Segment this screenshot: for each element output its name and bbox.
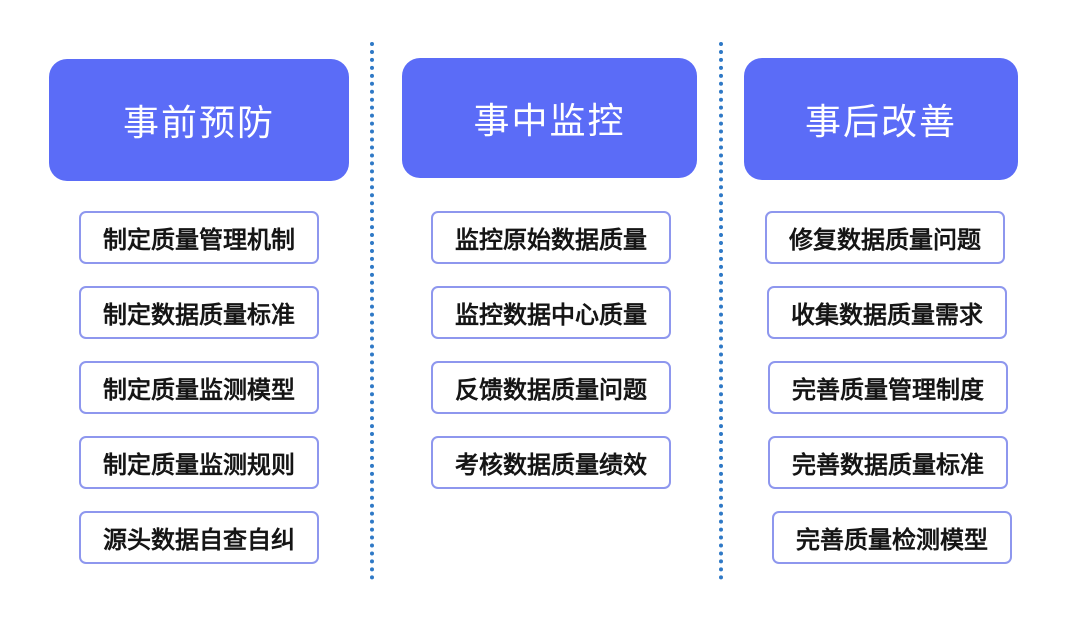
- column-header-monitoring: 事中监控: [402, 58, 697, 178]
- column-divider: [719, 42, 723, 580]
- column-header-improvement: 事后改善: [744, 58, 1018, 180]
- improvement-item: 完善质量检测模型: [772, 511, 1012, 564]
- column-header-prevention: 事前预防: [49, 59, 349, 181]
- prevention-item: 制定质量管理机制: [79, 211, 319, 264]
- column-divider: [370, 42, 374, 580]
- prevention-item: 源头数据自查自纠: [79, 511, 319, 564]
- monitoring-item: 监控原始数据质量: [431, 211, 671, 264]
- prevention-item: 制定数据质量标准: [79, 286, 319, 339]
- prevention-item: 制定质量监测规则: [79, 436, 319, 489]
- monitoring-item: 考核数据质量绩效: [431, 436, 671, 489]
- prevention-item: 制定质量监测模型: [79, 361, 319, 414]
- improvement-item: 完善质量管理制度: [768, 361, 1008, 414]
- monitoring-item: 反馈数据质量问题: [431, 361, 671, 414]
- improvement-item: 收集数据质量需求: [767, 286, 1007, 339]
- monitoring-item: 监控数据中心质量: [431, 286, 671, 339]
- improvement-item: 完善数据质量标准: [768, 436, 1008, 489]
- improvement-item: 修复数据质量问题: [765, 211, 1005, 264]
